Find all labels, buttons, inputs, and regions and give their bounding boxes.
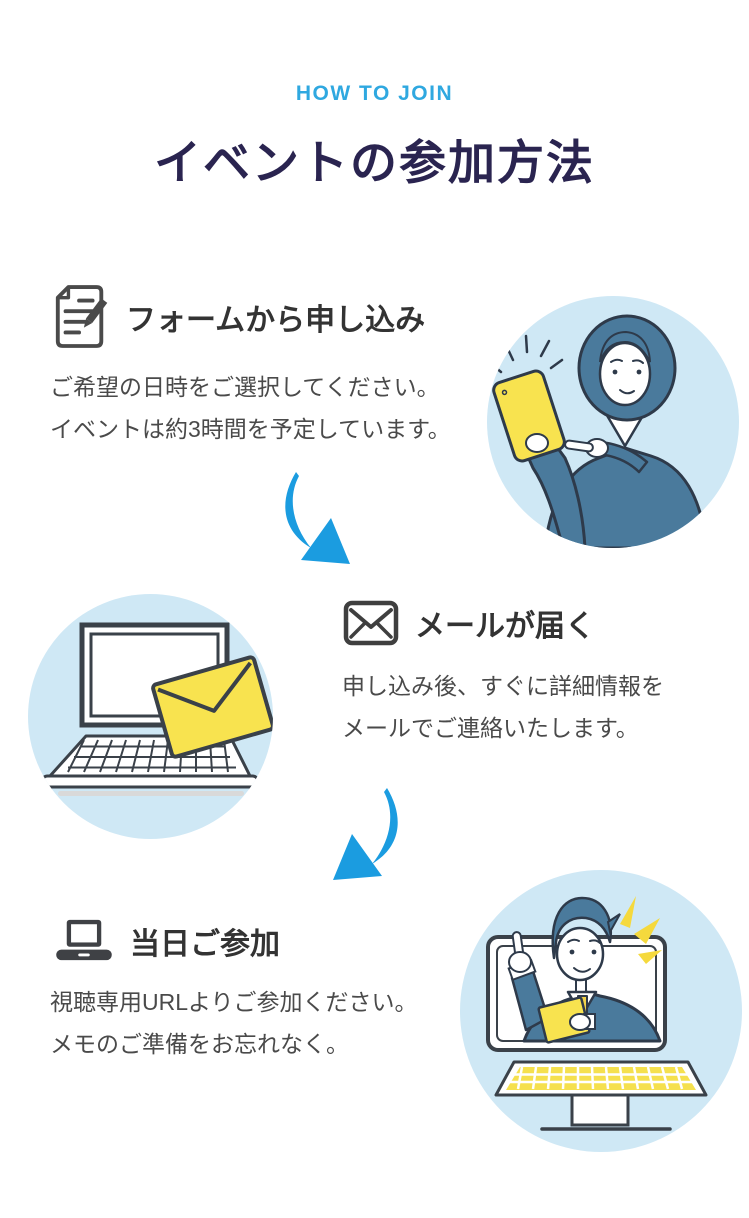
step-1-description: ご希望の日時をご選択してください。 イベントは約3時間を予定しています。 — [50, 366, 451, 450]
step-2: メールが届く — [343, 600, 595, 646]
step-1-description-line-2: イベントは約3時間を予定しています。 — [50, 416, 451, 442]
step-2-description-line-1: 申し込み後、すぐに詳細情報を — [342, 673, 664, 699]
presenter-on-laptop-illustration — [460, 870, 742, 1152]
step-1-description-line-1: ご希望の日時をご選択してください。 — [50, 374, 440, 400]
curved-arrow-down-right-icon — [285, 472, 350, 564]
step-2-heading: メールが届く — [415, 610, 595, 643]
step-1: フォームから申し込み — [52, 284, 425, 350]
step-2-description-line-2: メールでご連絡いたします。 — [342, 715, 639, 741]
step-2-description: 申し込み後、すぐに詳細情報を メールでご連絡いたします。 — [342, 665, 664, 749]
page-title: イベントの参加方法 — [154, 136, 595, 189]
curved-arrow-down-left-icon — [333, 788, 398, 880]
step-1-heading: フォームから申し込み — [126, 304, 426, 337]
step-3-description-line-2: メモのご準備をお忘れなく。 — [50, 1031, 349, 1057]
woman-with-tablet-illustration — [487, 296, 739, 548]
laptop-with-envelope-illustration — [28, 594, 273, 839]
step-3: 当日ご参加 — [54, 918, 280, 964]
laptop-icon — [56, 919, 112, 961]
step-3-description: 視聴専用URLよりご参加ください。 メモのご準備をお忘れなく。 — [50, 981, 418, 1065]
form-pencil-icon — [55, 285, 108, 348]
step-3-heading: 当日ご参加 — [130, 928, 280, 961]
step-3-description-line-1: 視聴専用URLよりご参加ください。 — [50, 989, 418, 1015]
mail-icon — [343, 600, 399, 646]
section-eyebrow: HOW TO JOIN — [295, 82, 454, 105]
